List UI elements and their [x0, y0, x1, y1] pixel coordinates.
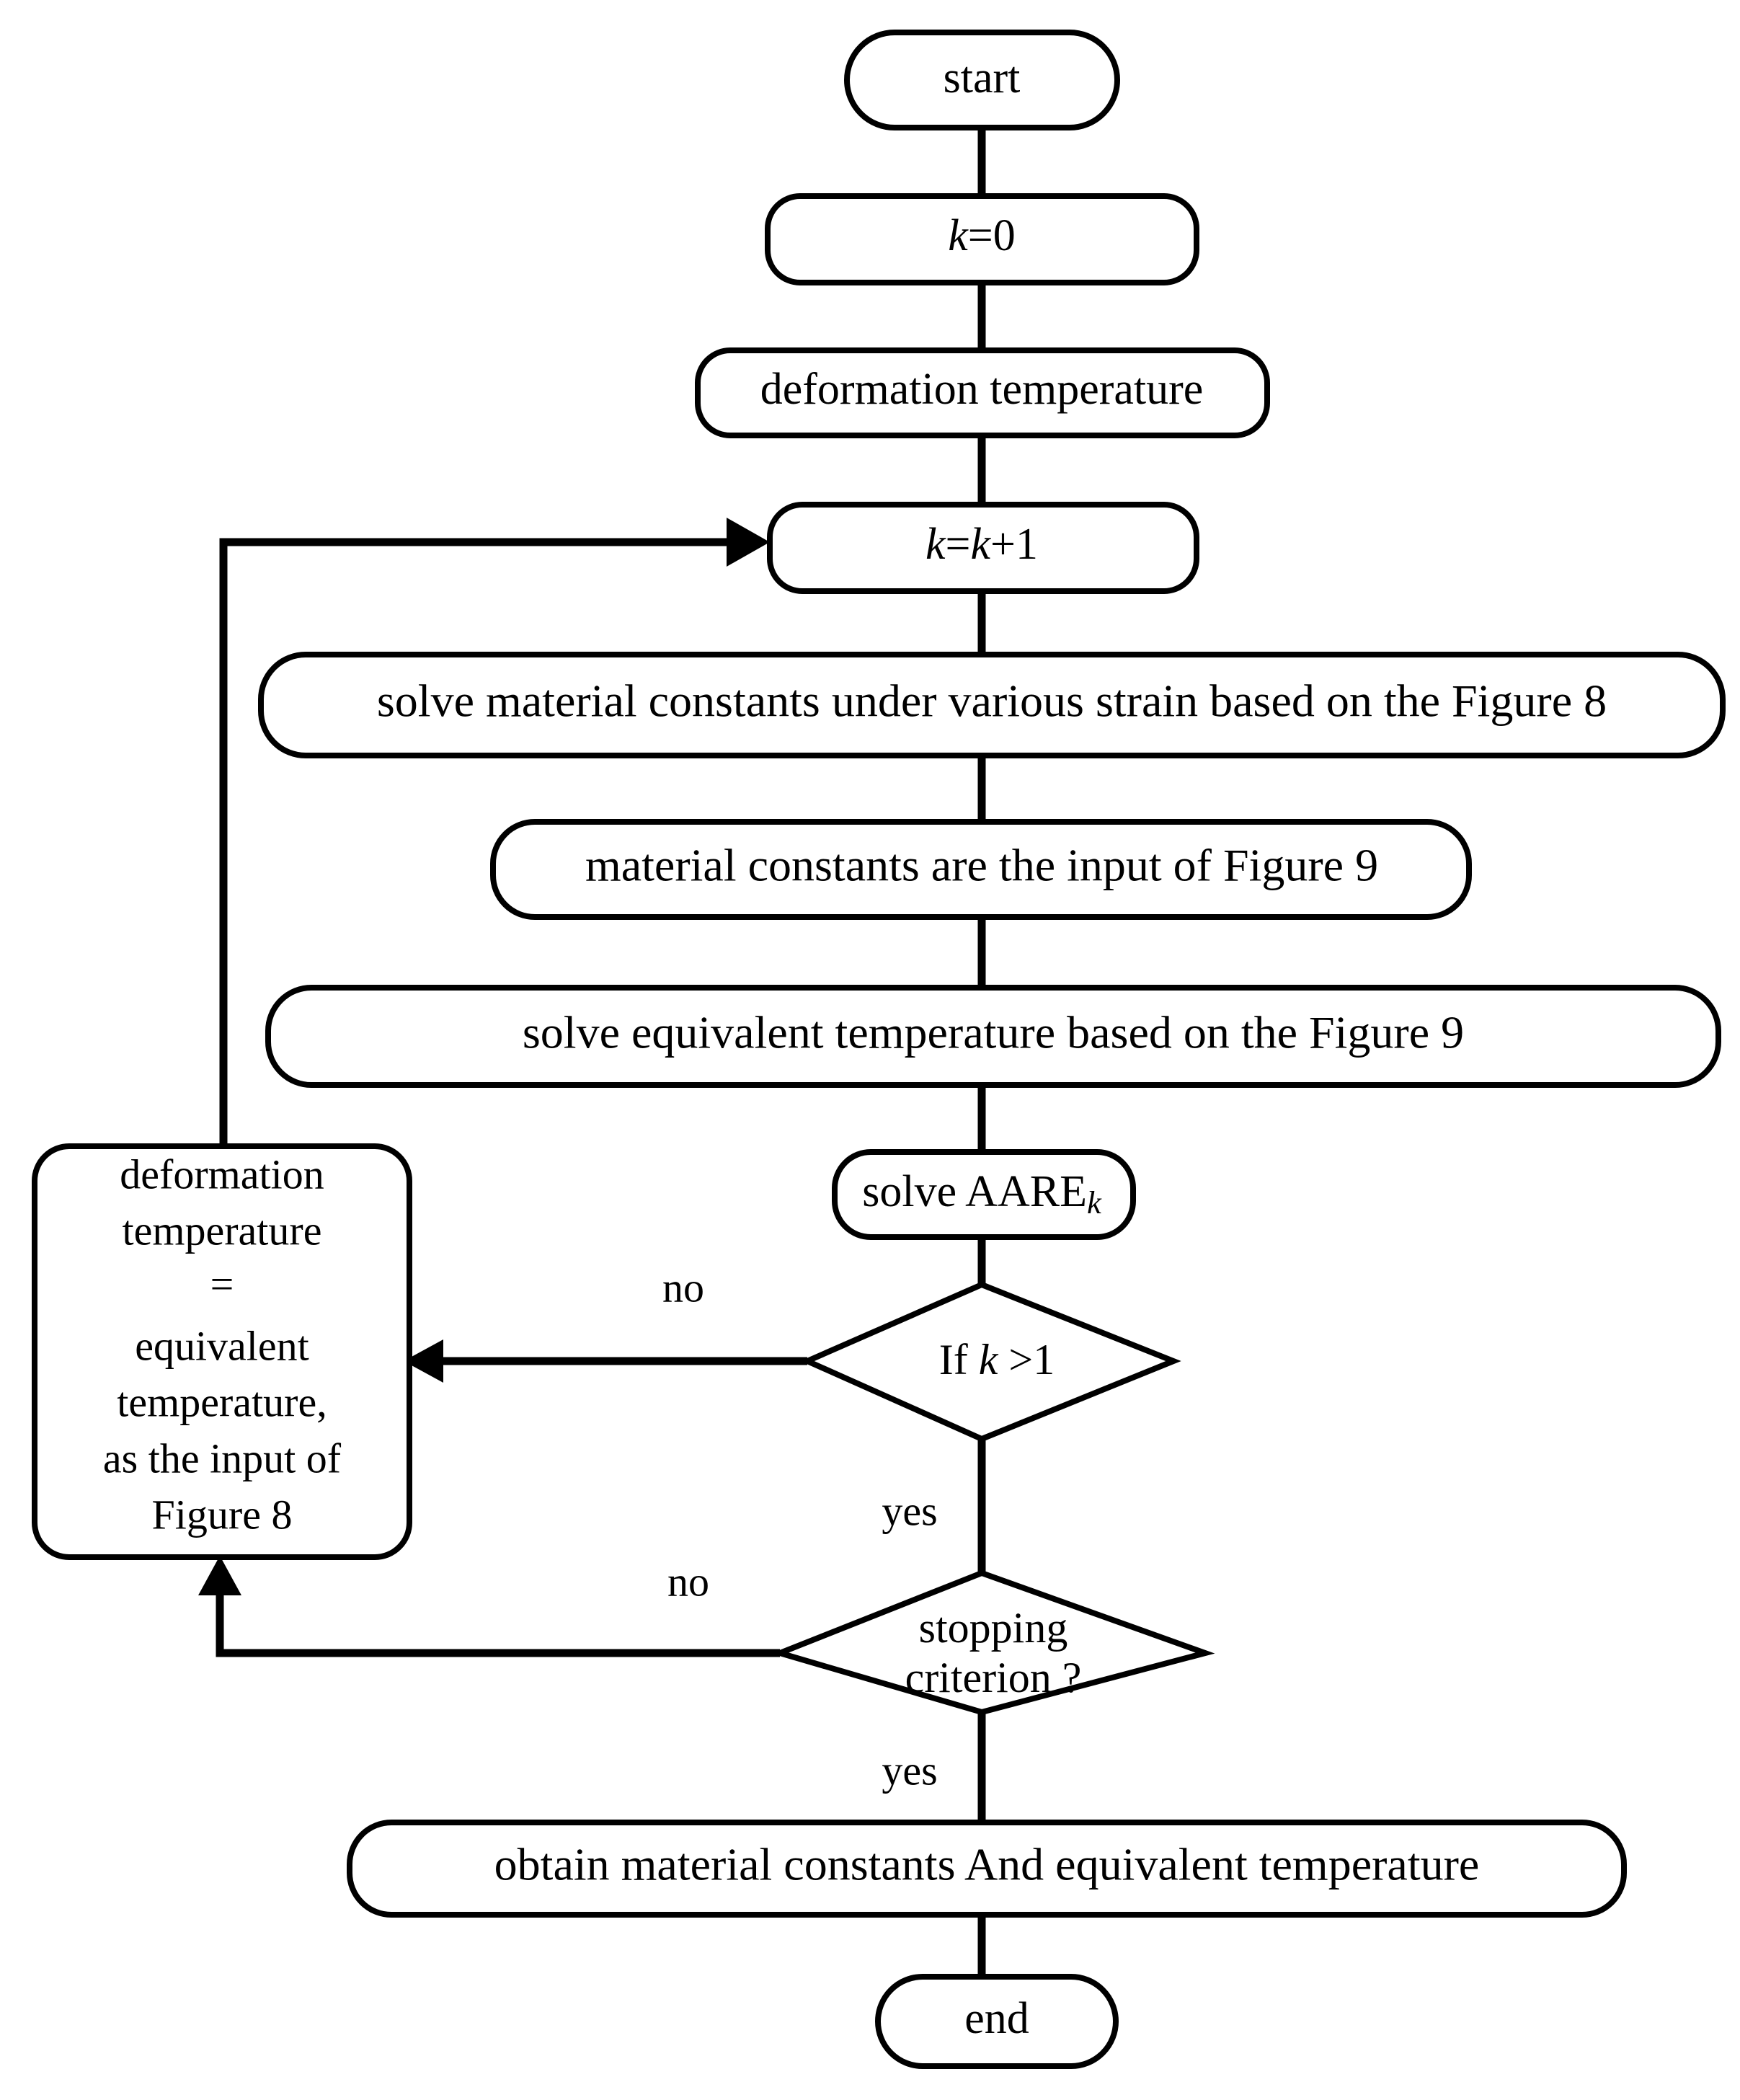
edges-group [198, 128, 986, 1977]
k-increment-var-1: k [926, 520, 946, 569]
k-increment-var-2: k [971, 520, 992, 569]
obtain-results-shape [347, 1820, 1627, 1918]
end-shape [875, 1974, 1119, 2069]
feedback-box-line-3: = [210, 1260, 234, 1307]
solve-equivalent-temperature-label: solve equivalent temperature based on th… [523, 1007, 1464, 1058]
k-init-label: k=0 [948, 211, 1016, 260]
node-material-constants-input[interactable]: material constants are the input of Figu… [490, 819, 1472, 920]
edge-labels-group: no yes no yes [662, 1264, 938, 1794]
node-obtain-results[interactable]: obtain material constants And equivalent… [347, 1820, 1627, 1918]
arrowhead-feedback-to-k-increment [727, 518, 770, 567]
node-solve-equivalent-temperature[interactable]: solve equivalent temperature based on th… [265, 985, 1721, 1088]
solve-aare-prefix: solve AARE [862, 1167, 1087, 1216]
edge-label-stopping-no: no [667, 1558, 709, 1605]
node-decision-k[interactable]: If k >1 [800, 1281, 1181, 1443]
node-solve-aare[interactable]: solve AAREk [832, 1149, 1136, 1240]
decision-k-var: k [979, 1336, 999, 1383]
feedback-box-line-5: temperature, [117, 1378, 327, 1425]
solve-material-constants-label: solve material constants under various s… [377, 675, 1607, 727]
material-constants-input-label: material constants are the input of Figu… [585, 840, 1378, 891]
solve-aare-label: solve AAREk [862, 1167, 1102, 1220]
edge-decision-stopping-no-to-feedback-box [216, 1587, 780, 1657]
decision-stopping-line1: stopping [919, 1604, 1068, 1652]
node-end[interactable]: end [875, 1974, 1119, 2069]
material-constants-input-shape [490, 819, 1472, 920]
feedback-box-line-6: as the input of [103, 1435, 342, 1481]
k-increment-eq: = [946, 520, 971, 569]
edge-label-decision-k-no: no [662, 1264, 704, 1311]
feedback-box-line-7: Figure 8 [152, 1491, 293, 1538]
feedback-box-line-1: deformation [120, 1151, 324, 1197]
decision-k-prefix: If [939, 1336, 979, 1383]
deformation-temperature-shape [695, 347, 1270, 438]
obtain-results-label: obtain material constants And equivalent… [494, 1839, 1480, 1890]
edge-label-stopping-yes: yes [882, 1747, 937, 1794]
node-decision-stopping[interactable]: stopping criterion ? [771, 1569, 1215, 1716]
node-feedback-box[interactable]: deformation temperature = equivalent tem… [32, 1143, 412, 1560]
arrowhead-decision-k-no [404, 1339, 443, 1383]
k-increment-label: k=k+1 [926, 520, 1038, 569]
decision-k-suffix: >1 [998, 1336, 1055, 1383]
k-init-rest: =0 [968, 211, 1016, 260]
deformation-temperature-label: deformation temperature [760, 365, 1204, 414]
solve-aare-shape [832, 1149, 1136, 1240]
start-label: start [944, 53, 1021, 102]
edge-label-decision-k-yes: yes [882, 1487, 937, 1534]
node-k-init[interactable]: k=0 [765, 193, 1199, 285]
solve-aare-subscript: k [1087, 1184, 1102, 1220]
decision-k-label: If k >1 [939, 1336, 1055, 1383]
start-shape [844, 30, 1120, 130]
feedback-box-line-4: equivalent [135, 1322, 309, 1369]
k-init-var: k [948, 211, 969, 260]
end-label: end [964, 1994, 1029, 2043]
decision-k-shape [800, 1281, 1181, 1443]
feedback-box-shape [32, 1143, 412, 1560]
feedback-box-line-2: temperature [123, 1207, 322, 1254]
arrowhead-decision-stopping-no [198, 1556, 241, 1595]
edge-feedback-box-to-k-increment [219, 538, 735, 1146]
k-init-shape [765, 193, 1199, 285]
node-start[interactable]: start [844, 30, 1120, 130]
decision-stopping-line2: criterion ? [905, 1654, 1082, 1701]
node-solve-material-constants[interactable]: solve material constants under various s… [258, 652, 1726, 758]
decision-stopping-shape [771, 1569, 1215, 1716]
node-deformation-temperature[interactable]: deformation temperature [695, 347, 1270, 438]
k-increment-shape [767, 502, 1199, 594]
node-k-increment[interactable]: k=k+1 [767, 502, 1199, 594]
solve-equivalent-temperature-shape [265, 985, 1721, 1088]
solve-material-constants-shape [258, 652, 1726, 758]
k-increment-rest: +1 [990, 520, 1038, 569]
